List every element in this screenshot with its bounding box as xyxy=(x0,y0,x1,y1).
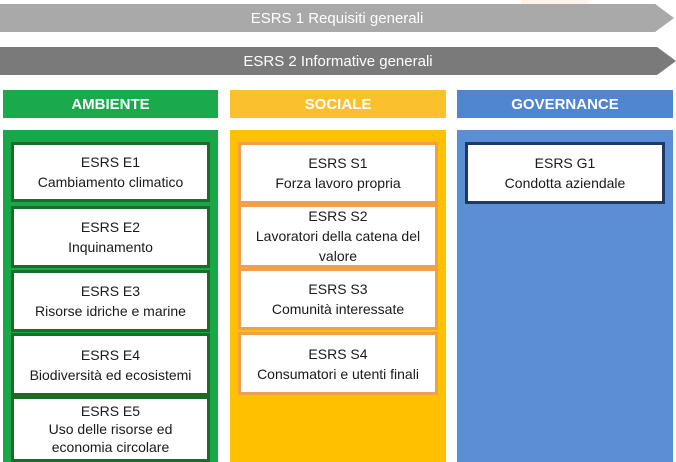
banner-esrs1-label: ESRS 1 Requisiti generali xyxy=(250,9,424,27)
card-code: ESRS S4 xyxy=(308,345,368,362)
banner-esrs1: ESRS 1 Requisiti generali xyxy=(0,4,674,32)
card-esrs-s2: ESRS S2 Lavoratori della catena del valo… xyxy=(238,204,438,268)
banner-esrs2-label: ESRS 2 Informative generali xyxy=(243,52,433,70)
card-code: ESRS E5 xyxy=(80,403,141,419)
card-text: Risorse idriche e marine xyxy=(35,303,186,319)
card-esrs-g1: ESRS G1 Condotta aziendale xyxy=(465,142,665,204)
card-code: ESRS E3 xyxy=(80,283,141,299)
card-esrs-e2: ESRS E2 Inquinamento xyxy=(11,206,210,268)
pillar-header-environment: AMBIENTE xyxy=(3,90,218,118)
pillar-title-governance: GOVERNANCE xyxy=(511,95,619,113)
card-code: ESRS G1 xyxy=(534,155,596,171)
pillar-body-social: ESRS S1 Forza lavoro propria ESRS S2 Lav… xyxy=(230,130,446,462)
pillar-body-governance: ESRS G1 Condotta aziendale xyxy=(457,130,673,462)
pillar-body-environment: ESRS E1 Cambiamento climatico ESRS E2 In… xyxy=(3,130,218,462)
card-text: Inquinamento xyxy=(68,239,153,255)
card-esrs-e3: ESRS E3 Risorse idriche e marine xyxy=(11,270,210,332)
card-esrs-s4: ESRS S4 Consumatori e utenti finali xyxy=(238,332,438,395)
card-esrs-e5: ESRS E5 Uso delle risorse ed economia ci… xyxy=(11,396,210,462)
card-code: ESRS S2 xyxy=(308,208,368,224)
card-text: Forza lavoro propria xyxy=(275,175,401,191)
card-code: ESRS E2 xyxy=(80,219,141,235)
card-text: Biodiversità ed ecosistemi xyxy=(29,366,192,383)
card-code: ESRS S3 xyxy=(308,281,368,297)
pillar-title-social: SOCIALE xyxy=(304,95,372,113)
card-text: Lavoratori della catena del valore xyxy=(255,228,421,264)
card-text: Condotta aziendale xyxy=(504,175,626,191)
card-code: ESRS E1 xyxy=(80,154,141,170)
card-esrs-s3: ESRS S3 Comunità interessate xyxy=(238,268,438,330)
banner-esrs2: ESRS 2 Informative generali xyxy=(0,47,676,75)
card-text: Consumatori e utenti finali xyxy=(257,365,419,382)
card-text: Uso delle risorse ed economia circolare xyxy=(48,421,173,455)
card-esrs-s1: ESRS S1 Forza lavoro propria xyxy=(238,142,438,204)
pillar-header-social: SOCIALE xyxy=(230,90,446,118)
card-esrs-e4: ESRS E4 Biodiversità ed ecosistemi xyxy=(11,333,210,396)
pillar-header-governance: GOVERNANCE xyxy=(457,90,673,118)
pillar-title-environment: AMBIENTE xyxy=(71,95,150,113)
card-code: ESRS S1 xyxy=(308,155,368,171)
card-text: Comunità interessate xyxy=(271,301,405,317)
card-esrs-e1: ESRS E1 Cambiamento climatico xyxy=(11,142,210,202)
card-code: ESRS E4 xyxy=(80,346,141,363)
card-text: Cambiamento climatico xyxy=(37,174,184,190)
